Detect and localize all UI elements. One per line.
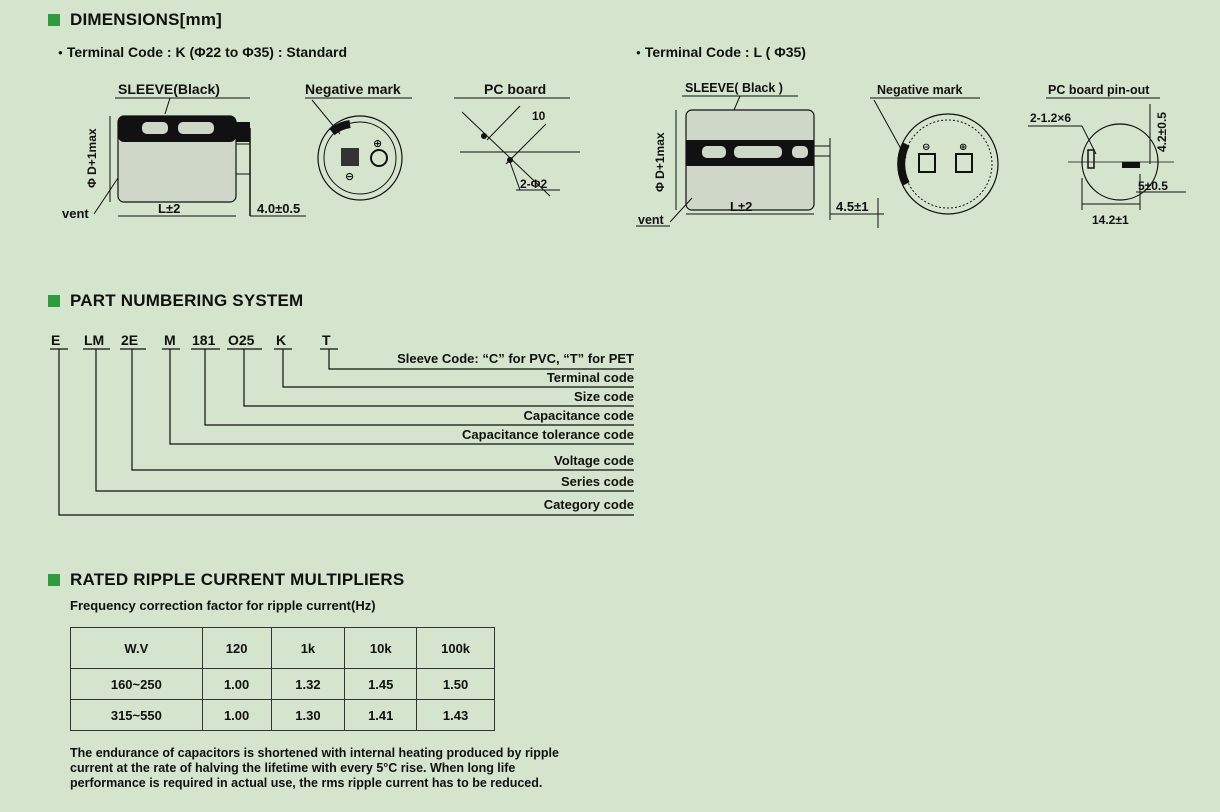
table-cell: 1.00 (201, 699, 272, 731)
green-square-icon (48, 295, 60, 307)
dimensions-title: DIMENSIONS[mm] (48, 10, 222, 30)
lead-label-k: 4.0±0.5 (257, 201, 300, 216)
part-numbering-title: PART NUMBERING SYSTEM (48, 291, 303, 311)
header-cell: 100k (416, 627, 495, 669)
header-cell: 120 (201, 627, 272, 669)
holes-label-l: 2-1.2×6 (1030, 111, 1071, 125)
capacitor-side-view-l: SLEEVE( Black ) Φ D+1max L±2 4.5±1 vent (636, 81, 884, 228)
ripple-note: The endurance of capacitors is shortened… (70, 746, 559, 791)
capacitor-bottom-view-l: Negative mark ⊖ ⊕ (870, 83, 999, 215)
lead-label-l: 4.5±1 (836, 199, 868, 214)
dia-label-k: Φ D+1max (85, 128, 99, 188)
pn-label-sleeve: Sleeve Code: “C” for PVC, “T” for PET (397, 351, 634, 366)
table-cell: 160~250 (70, 668, 203, 700)
pn-label-tolerance: Capacitance tolerance code (462, 427, 634, 442)
table-cell: 1.50 (416, 668, 495, 700)
ripple-title: RATED RIPPLE CURRENT MULTIPLIERS (48, 570, 404, 590)
table-cell: 1.41 (344, 699, 418, 731)
negative-mark-label-l: Negative mark (877, 83, 963, 97)
pn-label-voltage: Voltage code (554, 453, 634, 468)
pc-board-l: PC board pin-out 2-1.2×6 4.2±0.5 5±0.5 1… (1028, 83, 1186, 227)
pn-label-series: Series code (561, 474, 634, 489)
length-label-l: L±2 (730, 199, 752, 214)
length-label-k: L±2 (158, 201, 180, 216)
svg-text:⊕: ⊕ (959, 142, 967, 153)
dimensions-title-text: DIMENSIONS[mm] (70, 10, 223, 29)
ripple-table: W.V 120 1k 10k 100k 160~250 1.00 1.32 1.… (70, 627, 495, 731)
pn-code-tolerance: M (164, 332, 176, 348)
pn-code-series: LM (84, 332, 105, 348)
pn-code-terminal: K (276, 332, 287, 348)
terminal-l-heading: Terminal Code : L ( Φ35) (636, 44, 806, 60)
dia-label-l: Φ D+1max (653, 132, 667, 192)
pn-code-capacitance: 181 (192, 332, 216, 348)
capacitor-side-view-k: SLEEVE(Black) Φ D+1max L±2 4.0±0.5 vent (62, 81, 306, 221)
sleeve-label-l: SLEEVE( Black ) (685, 81, 783, 95)
dim-c-label-l: 14.2±1 (1092, 213, 1129, 227)
ripple-note-line-1: The endurance of capacitors is shortened… (70, 746, 559, 760)
dim-a-label-l: 4.2±0.5 (1155, 112, 1169, 152)
table-row: 315~550 1.00 1.30 1.41 1.43 (70, 699, 495, 731)
ripple-note-line-3: performance is required in actual use, t… (70, 776, 543, 790)
pitch-label-k: 10 (532, 109, 546, 123)
pn-label-category: Category code (543, 497, 634, 512)
header-cell: 1k (270, 627, 346, 669)
pn-code-category: E (51, 332, 61, 348)
terminal-l-drawing: SLEEVE( Black ) Φ D+1max L±2 4.5±1 vent … (636, 81, 1186, 228)
header-cell: W.V (70, 627, 203, 669)
ripple-table-header-row: W.V 120 1k 10k 100k (70, 627, 495, 669)
ripple-title-text: RATED RIPPLE CURRENT MULTIPLIERS (70, 570, 405, 589)
pc-board-label-k: PC board (484, 81, 546, 97)
pn-code-voltage: 2E (121, 332, 139, 348)
pc-board-label-l: PC board pin-out (1048, 83, 1150, 97)
table-cell: 1.00 (201, 668, 272, 700)
dim-b-label-l: 5±0.5 (1138, 179, 1168, 193)
terminal-k-drawing: SLEEVE(Black) Φ D+1max L±2 4.0±0.5 vent … (62, 81, 580, 221)
hole-label-k: 2-Φ2 (520, 177, 548, 191)
green-square-icon (48, 574, 60, 586)
pn-label-size: Size code (574, 389, 634, 404)
vent-label-l: vent (638, 213, 665, 227)
vent-label-k: vent (62, 206, 89, 221)
pn-code-sleeve: T (322, 332, 331, 348)
pn-label-capacitance: Capacitance code (523, 408, 634, 423)
terminal-k-heading: Terminal Code : K (Φ22 to Φ35) : Standar… (58, 44, 347, 60)
pn-label-terminal: Terminal code (546, 370, 634, 385)
table-cell: 1.30 (270, 699, 346, 731)
svg-text:⊕: ⊕ (373, 138, 382, 150)
green-square-icon (48, 14, 60, 26)
sleeve-label-k: SLEEVE(Black) (118, 81, 220, 97)
svg-text:⊖: ⊖ (922, 142, 930, 153)
pn-code-size: O25 (228, 332, 255, 348)
part-numbering-title-text: PART NUMBERING SYSTEM (70, 291, 304, 310)
part-number-leader-lines (50, 348, 634, 516)
negative-mark-label-k: Negative mark (305, 81, 401, 97)
table-cell: 1.43 (416, 699, 495, 731)
header-cell: 10k (344, 627, 418, 669)
table-cell: 1.32 (270, 668, 346, 700)
svg-text:⊖: ⊖ (345, 171, 354, 183)
table-cell: 1.45 (344, 668, 418, 700)
ripple-note-line-2: current at the rate of halving the lifet… (70, 761, 516, 775)
capacitor-bottom-view-k: Negative mark ⊕ ⊖ (305, 81, 412, 201)
table-row: 160~250 1.00 1.32 1.45 1.50 (70, 668, 495, 700)
table-cell: 315~550 (70, 699, 203, 731)
ripple-subtitle: Frequency correction factor for ripple c… (70, 598, 376, 613)
pc-board-k: PC board 10 2-Φ2 (454, 81, 580, 197)
